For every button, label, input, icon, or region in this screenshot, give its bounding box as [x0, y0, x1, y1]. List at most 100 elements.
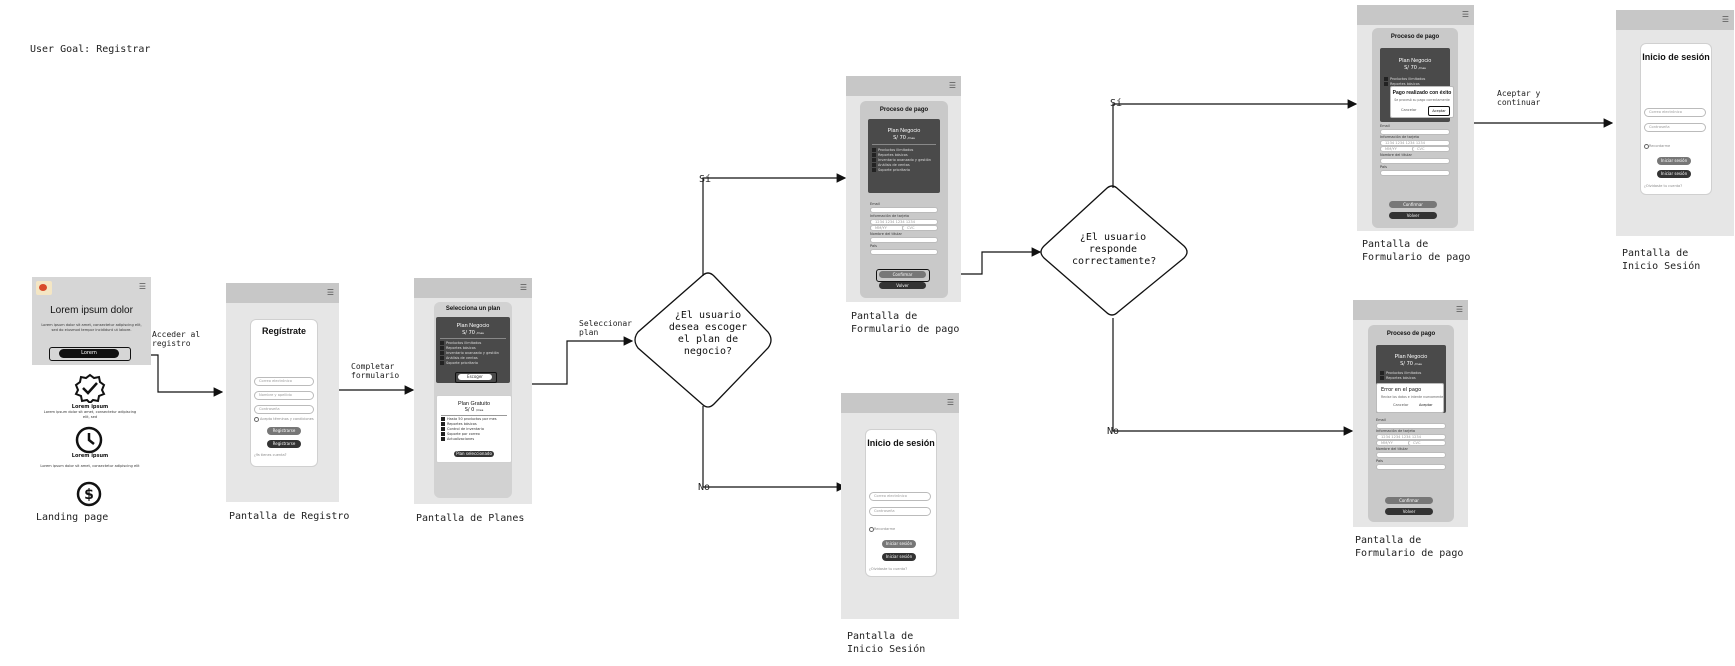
pago-country-select[interactable] — [1376, 464, 1446, 470]
plan-gratuito-name: Plan Gratuito — [457, 401, 491, 407]
login-button-1[interactable]: Iniciar sesión — [1657, 157, 1691, 165]
pago-holder-label: Nombre del titular — [1380, 153, 1412, 157]
pago-feature: Reportes básicos — [878, 153, 908, 157]
pago-holder-input[interactable] — [1380, 158, 1450, 164]
pago-country-label: País — [870, 244, 877, 248]
login-footer: ¿Olvidaste tu cuenta? — [869, 567, 908, 571]
edge-d1-no — [702, 406, 847, 492]
registro-button-1[interactable]: Registrarse — [267, 427, 301, 435]
pago-cvc-input[interactable]: CVC — [902, 225, 938, 231]
login-remember-checkbox[interactable] — [1644, 144, 1649, 149]
plan-negocio-button[interactable]: Escoger — [458, 374, 492, 380]
login-screen-mid: ☰ Inicio de sesión Correo electrónico Co… — [841, 393, 959, 619]
pago-plan-name: Plan Negocio — [1394, 354, 1428, 360]
edge-label-aceptar: Aceptar y continuar — [1497, 89, 1541, 108]
login-email-input[interactable]: Correo electrónico — [1644, 108, 1706, 117]
pago-email-input[interactable] — [870, 207, 938, 213]
edge-label-acceder: Acceder al registro — [152, 330, 201, 349]
pago-back-button[interactable]: Volver — [1385, 508, 1433, 515]
plan-negocio-price: S/ 70 — [462, 330, 475, 336]
registro-button-2[interactable]: Registrarse — [267, 440, 301, 448]
pago-back-button[interactable]: Volver — [879, 282, 926, 289]
pago-exp-input[interactable]: MM/YY — [1380, 146, 1415, 152]
menu-icon[interactable]: ☰ — [1461, 10, 1469, 19]
plan-gratuito-card[interactable]: Plan Gratuito S/ 0 /mes Hasta 50 product… — [436, 395, 512, 463]
registro-password-input[interactable]: Contraseña — [254, 405, 314, 414]
pago-exp-input[interactable]: MM/YY — [1376, 440, 1411, 446]
plan-negocio-feature: Soporte prioritario — [446, 361, 479, 365]
pago-holder-label: Nombre del titular — [870, 232, 902, 236]
menu-icon[interactable]: ☰ — [1721, 15, 1729, 24]
login-title: Inicio de sesión — [1642, 52, 1710, 62]
pago-country-select[interactable] — [870, 249, 938, 255]
plan-negocio-card[interactable]: Plan Negocio S/ 70 /mes Productos ilimit… — [436, 317, 510, 383]
pago-cvc-input[interactable]: CVC — [1412, 146, 1450, 152]
login-email-input[interactable]: Correo electrónico — [869, 492, 931, 501]
menu-icon[interactable]: ☰ — [519, 283, 527, 292]
pago-holder-input[interactable] — [870, 237, 938, 243]
login-button-2[interactable]: Iniciar sesión — [882, 553, 916, 561]
menu-icon[interactable]: ☰ — [948, 81, 956, 90]
login-title: Inicio de sesión — [867, 438, 935, 448]
check-icon — [872, 163, 876, 167]
edge-label-si-2: Sí — [1110, 98, 1123, 109]
pago-email-input[interactable] — [1376, 423, 1446, 429]
pago-confirm-button[interactable]: Confirmar — [1389, 201, 1437, 208]
plan-negocio-per: /mes — [476, 331, 484, 335]
pago-email-label: Email — [1376, 418, 1386, 422]
menu-icon[interactable]: ☰ — [138, 282, 146, 291]
login-password-input[interactable]: Contraseña — [869, 507, 931, 516]
pago-holder-label: Nombre del titular — [1376, 447, 1408, 451]
decision-2-label: ¿El usuario responde correctamente? — [1072, 232, 1157, 267]
menu-icon[interactable]: ☰ — [326, 288, 334, 297]
user-goal-label: User Goal: Registrar — [30, 44, 151, 55]
pago-feature: Productos ilimitados — [878, 148, 914, 152]
pago-confirm-button[interactable]: Confirmar — [879, 271, 926, 278]
plan-gratuito-button[interactable]: Plan seleccionado — [454, 451, 494, 457]
check-icon — [1380, 371, 1384, 375]
pago-country-select[interactable] — [1380, 170, 1450, 176]
feature-1-title: Lorem ipsum — [71, 404, 109, 410]
success-modal-accept[interactable]: Aceptar — [1428, 106, 1450, 116]
check-icon — [441, 422, 445, 426]
error-modal-text: Revise los datos e intente nuevamente — [1381, 395, 1444, 399]
pago-back-button[interactable]: Volver — [1389, 212, 1437, 219]
caption-landing: Landing page — [36, 512, 109, 523]
caption-registro: Pantalla de Registro — [229, 511, 350, 522]
check-icon — [872, 148, 876, 152]
login-remember-checkbox[interactable] — [869, 527, 874, 532]
login-footer: ¿Olvidaste tu cuenta? — [1644, 184, 1683, 188]
check-icon — [440, 361, 444, 365]
pago-card-label: Información de tarjeta — [1380, 135, 1420, 139]
pago-email-input[interactable] — [1380, 129, 1450, 135]
pago-exp-input[interactable]: MM/YY — [870, 225, 904, 231]
check-icon — [441, 417, 445, 421]
landing-cta-highlight — [49, 347, 131, 361]
pago-cvc-input[interactable]: CVC — [1408, 440, 1446, 446]
registro-email-input[interactable]: Correo electrónico — [254, 377, 314, 386]
pago-confirm-button[interactable]: Confirmar — [1385, 497, 1433, 504]
landing-logo — [36, 281, 52, 295]
planes-title: Selecciona un plan — [445, 306, 501, 312]
registro-terms-checkbox[interactable] — [254, 417, 259, 422]
login-button-1[interactable]: Iniciar sesión — [882, 540, 916, 548]
plan-gratuito-price: S/ 0 — [464, 407, 475, 413]
success-modal-cancel[interactable]: Cancelar — [1401, 108, 1417, 112]
pago-card-label: Información de tarjeta — [870, 214, 910, 218]
error-modal-cancel[interactable]: Cancelar — [1393, 403, 1409, 407]
login-password-input[interactable]: Contraseña — [1644, 123, 1706, 132]
error-modal-accept[interactable]: Aceptar — [1419, 403, 1433, 407]
decision-2-diamond — [1040, 185, 1188, 316]
registro-name-input[interactable]: Nombre y apellido — [254, 391, 314, 400]
pago-feature: Análisis de ventas — [878, 163, 910, 167]
menu-icon[interactable]: ☰ — [1455, 305, 1463, 314]
landing-cta-button[interactable]: Lorem — [59, 349, 119, 358]
pago-holder-input[interactable] — [1376, 452, 1446, 458]
menu-icon[interactable]: ☰ — [946, 398, 954, 407]
plan-negocio-feature: Inventario avanzado y gestión — [446, 351, 499, 355]
check-icon — [441, 427, 445, 431]
pago-feature: Soporte prioritario — [878, 168, 911, 172]
success-modal-title: Pago realizado con éxito — [1392, 90, 1452, 96]
pago-country-label: País — [1376, 459, 1383, 463]
login-button-2[interactable]: Iniciar sesión — [1657, 170, 1691, 178]
